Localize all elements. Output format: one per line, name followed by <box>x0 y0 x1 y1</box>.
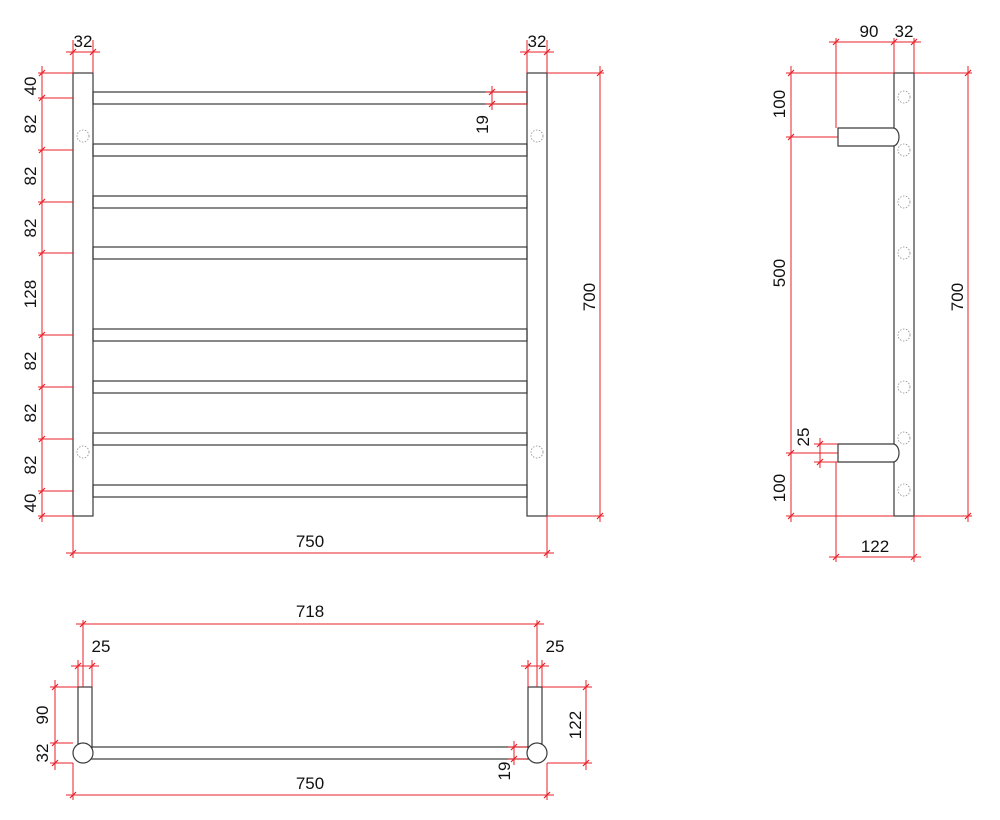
dim-label: 19 <box>473 115 492 134</box>
top-rail <box>84 746 536 760</box>
top-bracket <box>837 127 900 147</box>
dim-side-height: 700 <box>914 66 972 522</box>
dim-label: 90 <box>33 706 52 725</box>
dim-label: 82 <box>21 352 40 371</box>
dim-label: 32 <box>895 22 914 41</box>
dim-label: 32 <box>33 744 52 763</box>
dim-left-bracket: 25 <box>71 637 110 687</box>
dim-top-width: 750 <box>66 763 554 800</box>
dim-label: 82 <box>21 167 40 186</box>
dim-label: 718 <box>296 602 324 621</box>
mounting-hole <box>897 195 911 209</box>
top-view: 718 25 25 90 <box>33 602 592 800</box>
mounting-hole <box>897 328 911 342</box>
dim-label: 100 <box>770 90 789 118</box>
dim-bracket-thickness: 25 <box>794 428 838 468</box>
dim-label: 32 <box>528 32 547 51</box>
dim-label: 82 <box>21 219 40 238</box>
rail <box>92 143 528 157</box>
dim-label: 82 <box>21 456 40 475</box>
dim-label: 500 <box>770 259 789 287</box>
dim-label: 700 <box>948 283 967 311</box>
side-holes <box>897 90 911 497</box>
mounting-hole <box>76 445 90 459</box>
dim-label: 90 <box>860 22 879 41</box>
dim-label: 40 <box>21 77 40 96</box>
mounting-hole <box>76 129 90 143</box>
mounting-hole <box>530 129 544 143</box>
dim-label: 700 <box>580 283 599 311</box>
front-view: 32 32 19 <box>21 32 604 558</box>
mounting-hole <box>897 483 911 497</box>
rail <box>92 484 528 498</box>
dim-width: 750 <box>66 516 554 558</box>
dim-top-depth: 122 <box>542 680 592 770</box>
left-post <box>72 742 94 764</box>
dim-left-chain: 40 82 82 82 128 82 82 82 40 <box>21 66 73 522</box>
dim-label: 25 <box>92 637 111 656</box>
dim-right-bracket: 25 <box>521 637 564 687</box>
dim-label: 122 <box>861 537 889 556</box>
dim-top-rail-thickness: 19 <box>495 741 527 780</box>
bottom-bracket <box>837 443 900 463</box>
rail <box>92 91 528 105</box>
dim-top-right: 32 <box>520 32 554 73</box>
dim-label: 25 <box>546 637 565 656</box>
rail <box>92 432 528 446</box>
dim-label: 32 <box>74 32 93 51</box>
rail <box>92 328 528 342</box>
rail <box>92 380 528 394</box>
dim-label: 100 <box>770 474 789 502</box>
dim-side-left: 100 500 100 <box>770 66 894 522</box>
dim-top-left-chain: 90 32 <box>33 680 78 770</box>
dim-label: 40 <box>21 494 40 513</box>
dim-side-depth: 122 <box>829 462 921 562</box>
side-view: 90 32 100 500 100 25 <box>770 22 972 562</box>
mounting-hole <box>897 90 911 104</box>
dim-rail-thickness: 19 <box>473 86 527 134</box>
dim-label: 19 <box>495 762 514 781</box>
dim-label: 122 <box>566 711 585 739</box>
mounting-hole <box>530 445 544 459</box>
dim-label: 128 <box>21 280 40 308</box>
mounting-hole <box>897 380 911 394</box>
front-rails <box>92 91 528 498</box>
right-upright <box>526 72 548 517</box>
mounting-hole <box>897 246 911 260</box>
left-upright <box>72 72 94 517</box>
dim-top-left: 32 <box>66 32 100 73</box>
dim-label: 750 <box>296 774 324 793</box>
mounting-hole <box>897 143 911 157</box>
dim-inner-width: 718 <box>76 602 544 687</box>
rail <box>92 246 528 260</box>
mounting-hole <box>897 431 911 445</box>
dim-label: 750 <box>296 532 324 551</box>
dim-label: 82 <box>21 115 40 134</box>
dim-label: 25 <box>794 428 813 447</box>
dim-height: 700 <box>547 66 604 522</box>
side-upright <box>893 72 915 517</box>
dim-label: 82 <box>21 404 40 423</box>
right-post <box>526 742 548 764</box>
dim-side-top: 90 32 <box>829 22 921 128</box>
rail <box>92 195 528 209</box>
